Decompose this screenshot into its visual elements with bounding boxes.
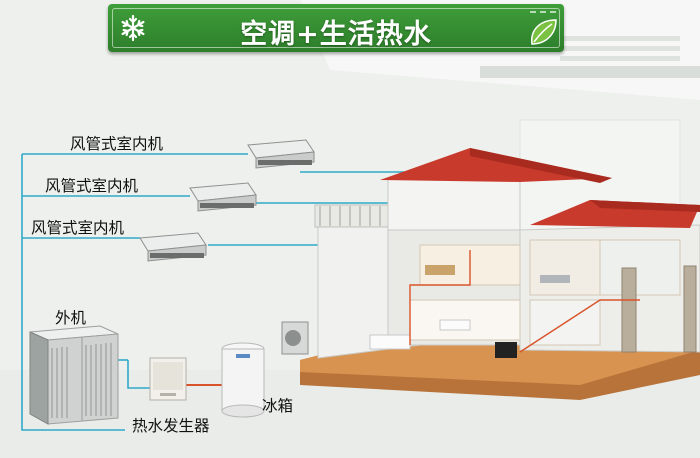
house-outdoor-unit [281,321,309,355]
indoor-unit-1 [247,139,315,169]
indoor-unit-label-2: 风管式室内机 [45,177,139,195]
outdoor-unit-label: 外机 [55,309,87,327]
water-heater-label: 热水发生器 [132,417,210,435]
banner-frame [112,8,560,48]
indoor-unit-2 [189,182,257,212]
leaf-icon [530,11,557,45]
water-tank-unit [221,342,265,418]
water-heater-unit [149,357,187,401]
outdoor-unit [29,325,119,425]
indoor-unit-label-1: 风管式室内机 [70,135,164,153]
header-banner: 空调+生活热水 [108,4,564,52]
house-cutaway [300,148,700,400]
indoor-unit-label-3: 风管式室内机 [31,219,125,237]
water-tank-label: 冰箱 [262,397,294,415]
page-title: 空调+生活热水 [240,19,432,50]
snowflake-icon [121,14,145,42]
indoor-unit-3 [139,232,207,262]
